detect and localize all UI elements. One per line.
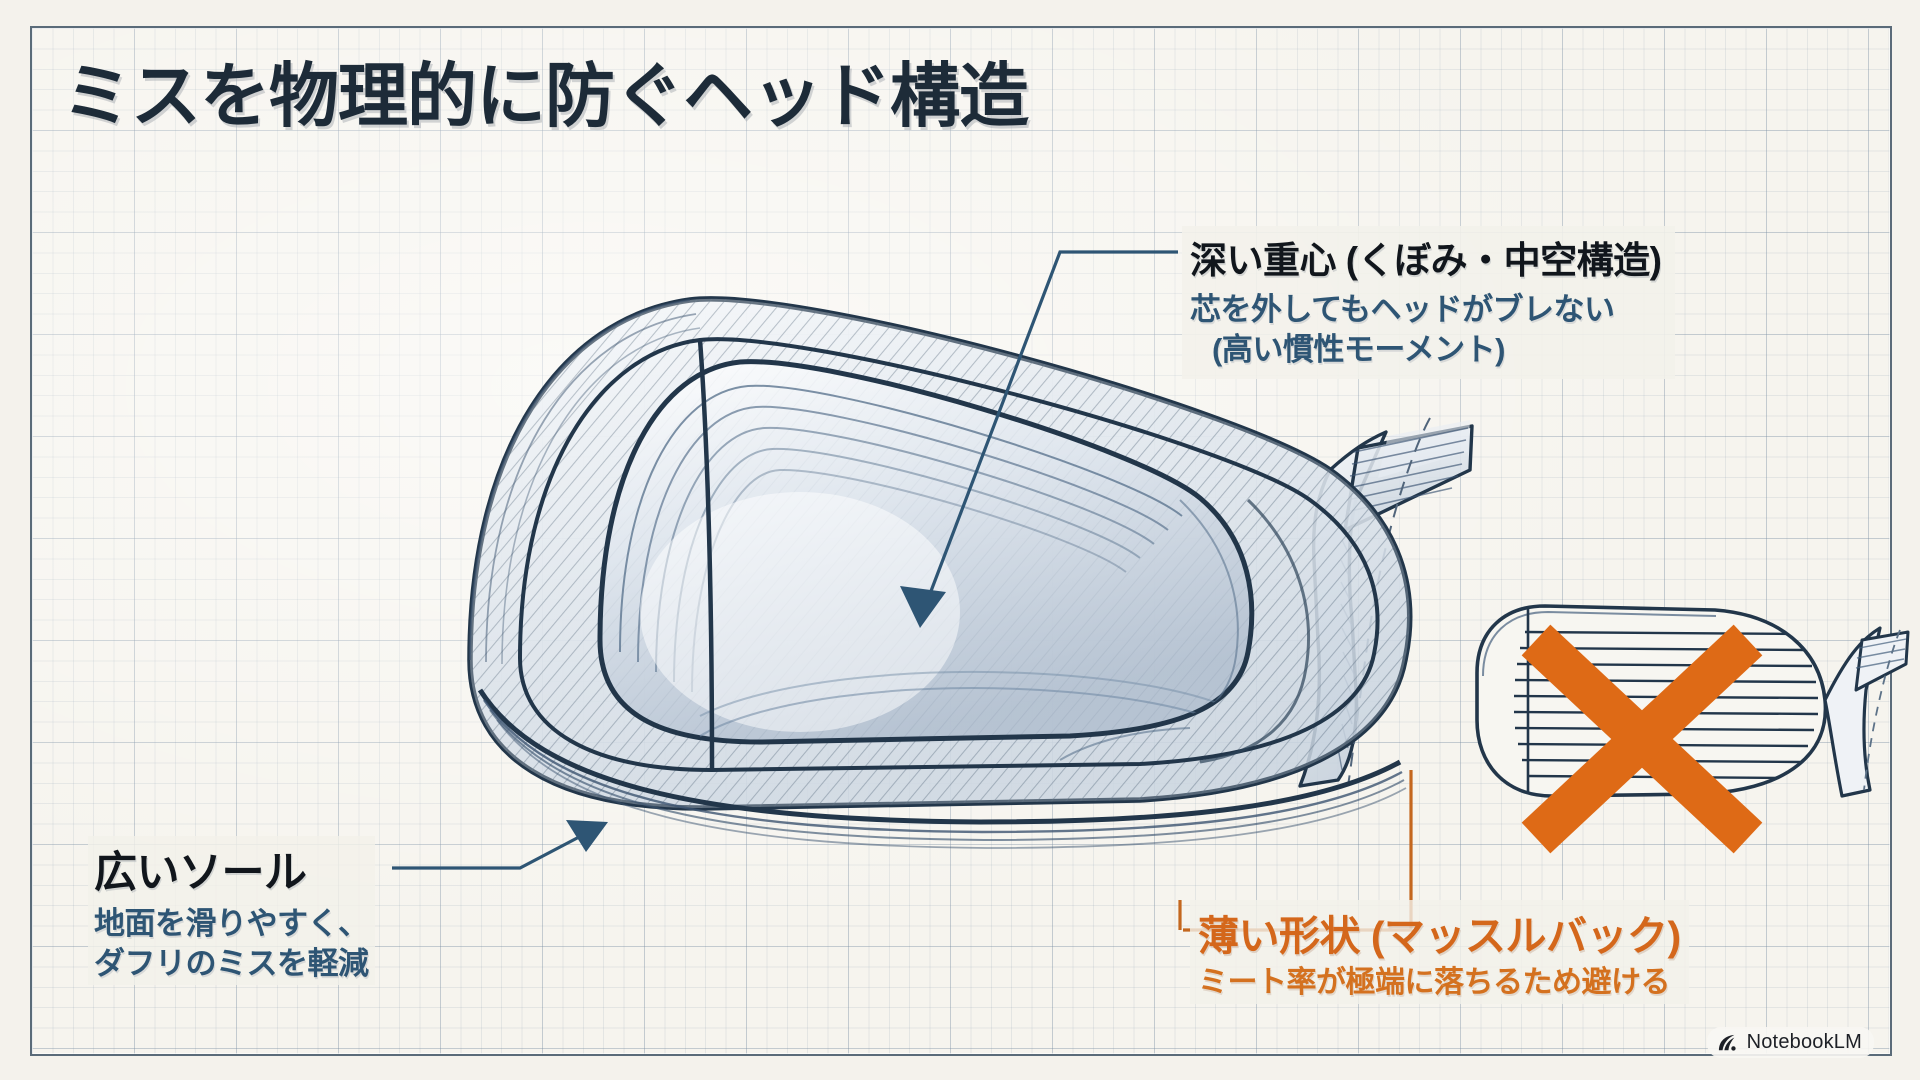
callout-wide-sole-heading: 広いソール (94, 849, 307, 897)
watermark: NotebookLM (1706, 1027, 1874, 1058)
callout-deep-cg-heading: 深い重心 (くぼみ・中空構造) (1190, 240, 1662, 281)
page-title: ミスを物理的に防ぐヘッド構造 (62, 57, 1029, 135)
callout-deep-cg-line2: (高い慣性モーメント) (1212, 331, 1505, 367)
watermark-label: NotebookLM (1746, 1031, 1862, 1053)
callout-thin-muscleback-heading: 薄い形状 (マッスルバック) (1198, 913, 1681, 959)
notebooklm-logo-icon (1718, 1034, 1736, 1051)
callout-wide-sole: 広いソール 地面を滑りやすく、 ダフリのミスを軽減 (88, 836, 375, 986)
callout-deep-cg: 深い重心 (くぼみ・中空構造) 芯を外してもヘッドがブレない (高い慣性モーメン… (1182, 226, 1676, 380)
callout-wide-sole-line2: ダフリのミスを軽減 (94, 945, 369, 981)
callout-thin-muscleback-line1: ミート率が極端に落ちるため避ける (1198, 966, 1670, 999)
callout-deep-cg-line1: 芯を外してもヘッドがブレない (1190, 292, 1615, 327)
callout-thin-muscleback: 薄い形状 (マッスルバック) ミート率が極端に落ちるため避ける (1190, 900, 1689, 1005)
callout-wide-sole-line1: 地面を滑りやすく、 (94, 906, 369, 941)
